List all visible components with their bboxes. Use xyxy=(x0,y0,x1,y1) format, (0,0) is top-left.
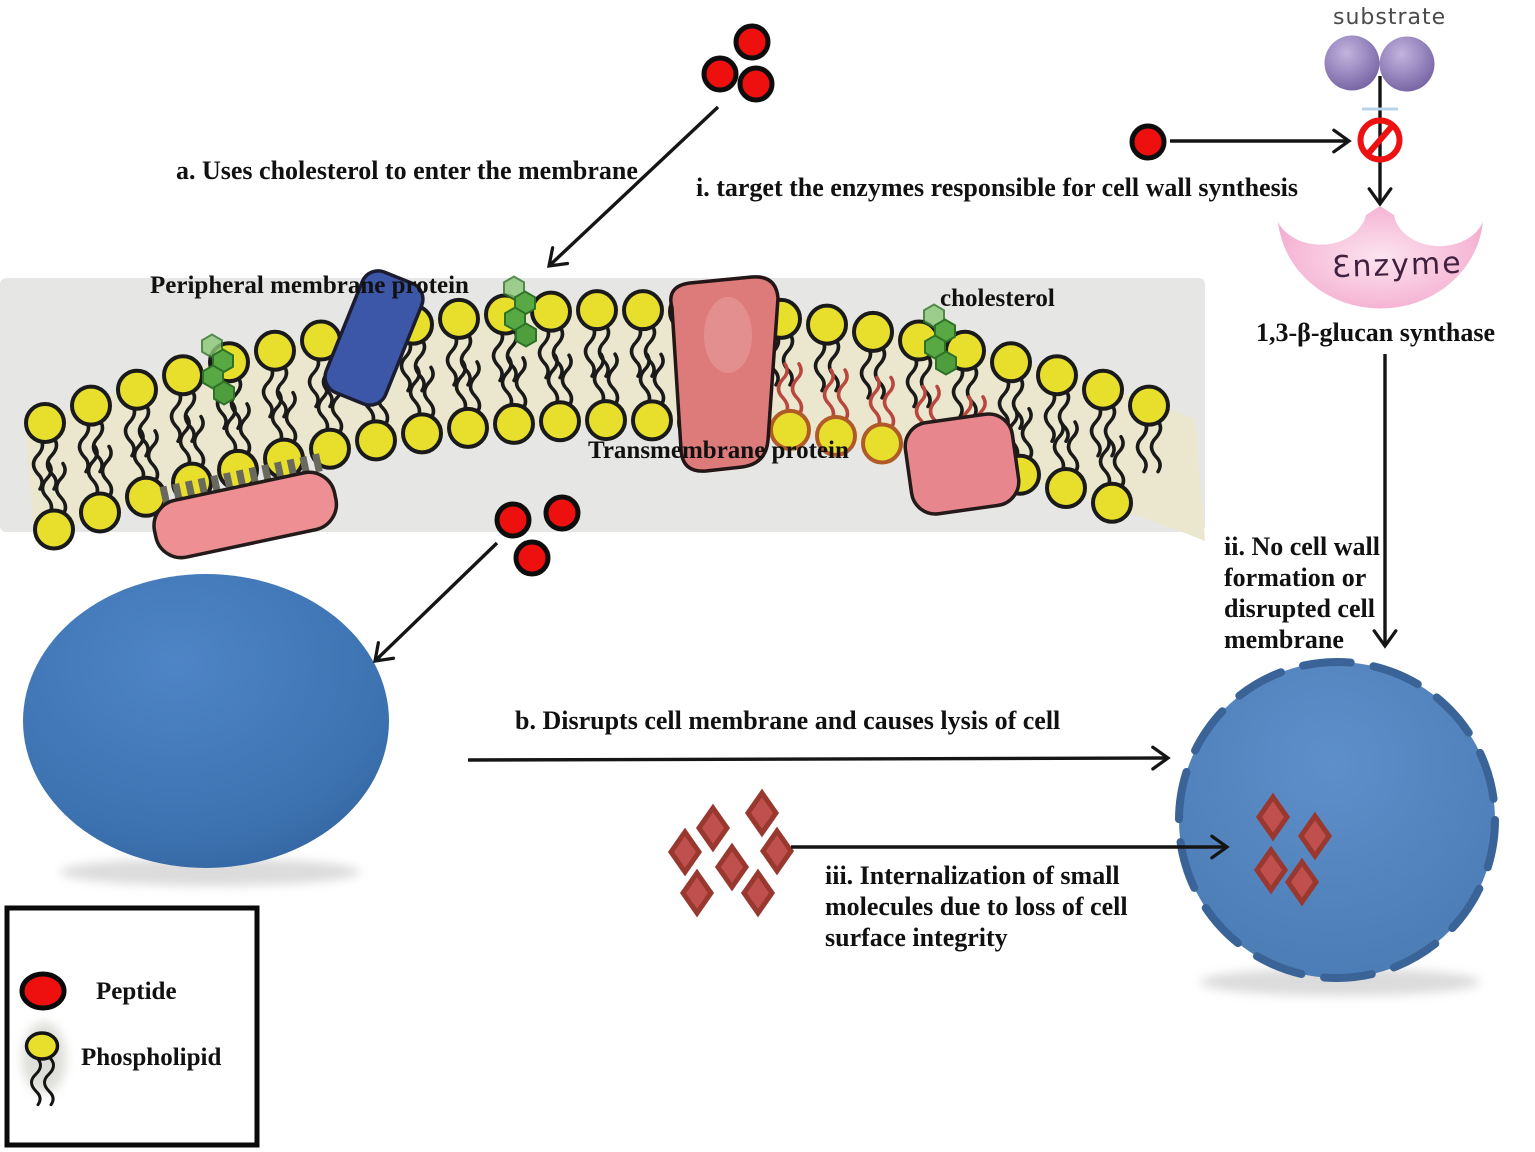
small-molecule-diamond xyxy=(667,827,703,877)
legend-phospholipid-icon xyxy=(22,1022,66,1107)
cell-shadow xyxy=(60,858,360,886)
small-molecule-diamond xyxy=(695,803,731,853)
step-ii-line4: membrane xyxy=(1224,625,1344,654)
cholesterol-molecule xyxy=(503,275,537,348)
annotation-step-i: i. target the enzymes responsible for ce… xyxy=(696,173,1299,202)
bottom-membrane-protein xyxy=(152,453,339,560)
small-molecule-diamond xyxy=(1253,845,1289,895)
legend-box xyxy=(4,905,260,1148)
peptide xyxy=(513,539,551,577)
step-iii-line1: iii. Internalization of small xyxy=(825,861,1120,890)
legend-peptide-icon xyxy=(19,971,67,1011)
peptide xyxy=(733,23,771,61)
prohibition-icon xyxy=(1357,117,1403,163)
lysed-cell xyxy=(1175,658,1499,982)
arrow-to-cell xyxy=(372,541,499,663)
protein-teeth xyxy=(159,453,323,505)
step-ii-line3: disrupted cell xyxy=(1224,594,1375,623)
step-ii-line2: formation or xyxy=(1224,563,1367,592)
lysed-cell-shadow xyxy=(1200,968,1480,996)
small-molecule-diamond xyxy=(740,868,776,918)
annotation-step-iii: iii. Internalization of small molecules … xyxy=(825,860,1128,953)
substrate-molecules xyxy=(1324,35,1435,111)
small-molecule-diamond xyxy=(1297,811,1333,861)
label-peripheral-protein: Peripheral membrane protein xyxy=(150,272,469,299)
legend-peptide-label: Peptide xyxy=(96,978,177,1005)
step-ii-line1: ii. No cell wall xyxy=(1224,532,1380,561)
cholesterol-molecules xyxy=(201,275,957,406)
transmembrane-protein-large xyxy=(669,275,780,473)
peptide xyxy=(701,55,739,93)
label-substrate: substrate xyxy=(1333,5,1447,30)
label-transmembrane-protein: Transmembrane protein xyxy=(588,437,849,464)
peptide xyxy=(1129,123,1167,161)
transmembrane-protein-small xyxy=(903,412,1021,516)
label-cholesterol: cholesterol xyxy=(940,285,1055,312)
small-molecule-diamond xyxy=(1284,857,1320,907)
arrows xyxy=(372,76,1398,860)
step-iii-line2: molecules due to loss of cell xyxy=(825,892,1128,921)
legend-phospholipid-label: Phospholipid xyxy=(81,1044,222,1071)
intact-cell xyxy=(23,574,389,868)
small-molecule-diamond xyxy=(1255,792,1291,842)
small-molecules xyxy=(667,788,1333,918)
peripheral-membrane-protein xyxy=(323,269,425,407)
peptide xyxy=(543,494,581,532)
label-enzyme: Ɛnzyme xyxy=(1331,245,1464,286)
annotation-step-ii: ii. No cell wall formation or disrupted … xyxy=(1224,531,1380,655)
peptide xyxy=(494,501,532,539)
enzyme-shape xyxy=(1278,206,1483,309)
small-molecule-diamond xyxy=(759,826,795,876)
peptides xyxy=(494,23,1167,577)
peptide xyxy=(737,65,775,103)
small-molecule-diamond xyxy=(744,788,780,838)
arrow-b xyxy=(467,745,1171,771)
annotation-step-b: b. Disrupts cell membrane and causes lys… xyxy=(515,706,1061,735)
step-iii-line3: surface integrity xyxy=(825,923,1008,952)
arrow-a xyxy=(546,105,720,268)
annotation-step-a: a. Uses cholesterol to enter the membran… xyxy=(176,156,638,185)
small-molecule-diamond xyxy=(679,868,715,918)
small-molecule-diamond xyxy=(714,842,750,892)
cholesterol-molecule xyxy=(923,303,957,376)
cholesterol-molecule xyxy=(201,333,235,406)
label-glucan-synthase: 1,3-β-glucan synthase xyxy=(1256,318,1496,347)
